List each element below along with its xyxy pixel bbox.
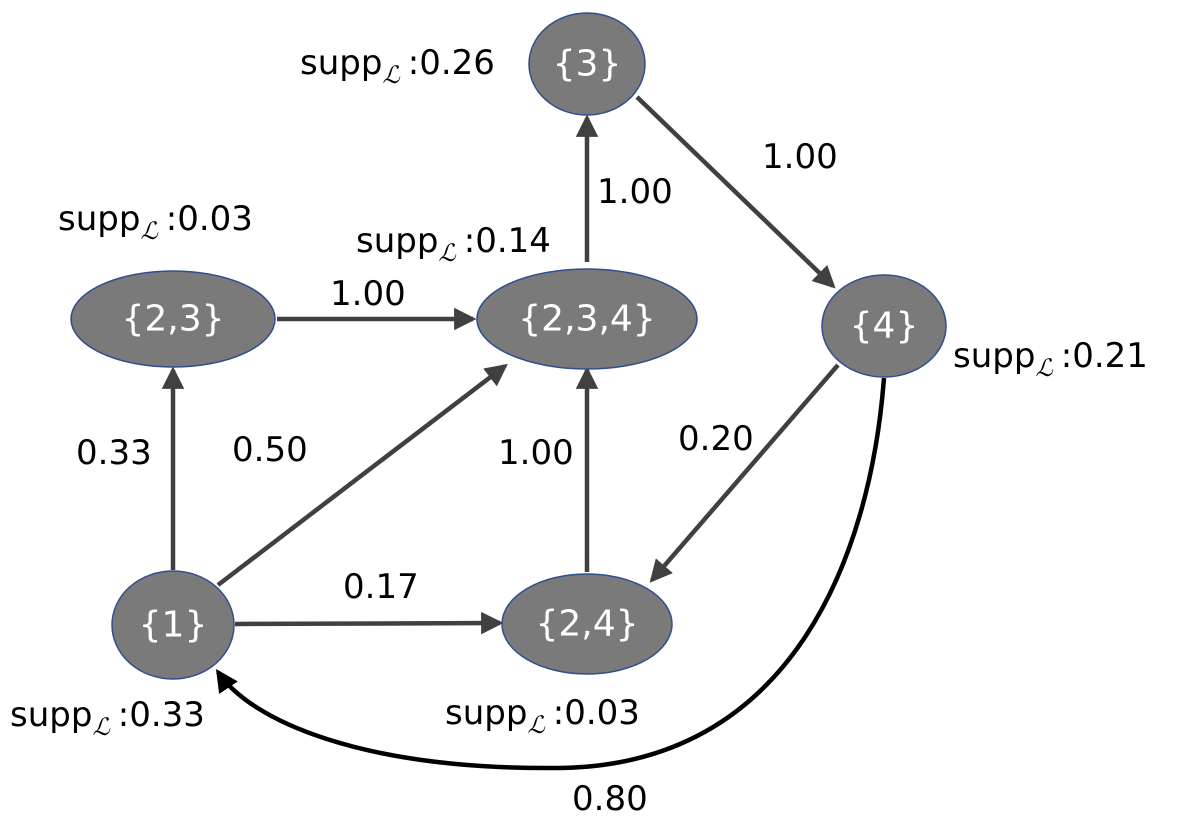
- nodes-layer: {3} {2,3} {2,3,4} {4} {1} {2,4}: [70, 12, 947, 680]
- node-ellipse: [501, 573, 673, 675]
- edge-weight-label: 0.80: [572, 779, 648, 819]
- node-ellipse: [476, 268, 698, 370]
- node-ellipse: [111, 570, 235, 680]
- support-subscript: ℒ: [438, 239, 456, 267]
- support-annotation-n1: suppℒ:0.33: [10, 695, 205, 741]
- edge-weight-label: 1.00: [330, 274, 406, 314]
- node-label: {2,4}: [535, 604, 638, 645]
- support-value: 0.03: [177, 199, 253, 239]
- support-subscript: ℒ: [527, 711, 545, 739]
- support-separator: :: [1061, 336, 1072, 376]
- node-label: {3}: [553, 44, 622, 85]
- support-subscript: ℒ: [140, 217, 158, 245]
- support-separator: :: [166, 199, 177, 239]
- support-annotation-n23: suppℒ:0.03: [58, 199, 253, 245]
- edge-weight-label: 1.00: [597, 172, 673, 212]
- edge-n4-to-n1: [215, 377, 887, 771]
- support-annotation-n4: suppℒ:0.21: [953, 336, 1148, 382]
- node-ellipse: [528, 12, 646, 116]
- support-separator: :: [553, 693, 564, 733]
- support-prefix: supp: [300, 43, 382, 83]
- node-label: {2,3,4}: [518, 299, 655, 340]
- node-ellipse: [70, 270, 276, 368]
- support-value: 0.03: [564, 693, 640, 733]
- node-n234: {2,3,4}: [476, 268, 698, 370]
- support-value: 0.14: [475, 221, 551, 261]
- support-annotation-n234: suppℒ:0.14: [356, 221, 551, 267]
- support-separator: :: [464, 221, 475, 261]
- edges-layer: [161, 95, 887, 771]
- edge-weight-label: 1.00: [762, 137, 838, 177]
- node-n1: {1}: [111, 570, 235, 680]
- edge-weight-label: 0.17: [343, 567, 419, 607]
- weights-layer: 1.00 1.00 1.00 0.33 0.50 1.00 0.20 0.17 0.80: [76, 137, 838, 819]
- node-label: {4}: [850, 306, 919, 347]
- edge-n1-to-n24: [234, 611, 504, 635]
- node-n4: {4}: [821, 274, 947, 378]
- node-ellipse: [821, 274, 947, 378]
- node-n3: {3}: [528, 12, 646, 116]
- support-prefix: supp: [445, 693, 527, 733]
- support-prefix: supp: [953, 336, 1035, 376]
- support-separator: :: [118, 695, 129, 735]
- node-n24: {2,4}: [501, 573, 673, 675]
- edge-weight-label: 0.33: [76, 433, 152, 473]
- node-label: {2,3}: [121, 299, 224, 340]
- support-prefix: supp: [356, 221, 438, 261]
- node-label: {1}: [139, 605, 208, 646]
- support-value: 0.21: [1072, 336, 1148, 376]
- support-annotation-n24: suppℒ:0.03: [445, 693, 640, 739]
- support-subscript: ℒ: [92, 713, 110, 741]
- support-subscript: ℒ: [1035, 354, 1053, 382]
- support-prefix: supp: [10, 695, 92, 735]
- node-n23: {2,3}: [70, 270, 276, 368]
- support-value: 0.26: [419, 43, 495, 83]
- edge-weight-label: 0.20: [678, 419, 754, 459]
- support-prefix: supp: [58, 199, 140, 239]
- edge-weight-label: 1.00: [498, 433, 574, 473]
- support-subscript: ℒ: [382, 61, 400, 89]
- edge-n4-to-n24: [649, 363, 840, 583]
- supports-layer: suppℒ:0.26suppℒ:0.03suppℒ:0.14suppℒ:0.21…: [10, 43, 1148, 741]
- edge-n1-to-n234: [216, 363, 508, 587]
- edge-weight-label: 0.50: [232, 430, 308, 470]
- support-separator: :: [408, 43, 419, 83]
- edge-n3-to-n4: [635, 95, 836, 289]
- support-value: 0.33: [129, 695, 205, 735]
- support-annotation-n3: suppℒ:0.26: [300, 43, 495, 89]
